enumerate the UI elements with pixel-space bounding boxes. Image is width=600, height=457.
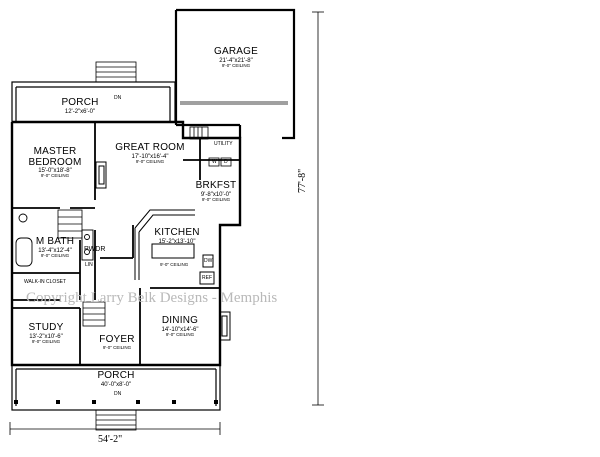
rear-porch-name: PORCH [61,97,99,108]
master-bedroom-label: MASTER BEDROOM 15'-0"x18'-8" 9'-0" CEILI… [15,146,95,179]
bedroom-name: BEDROOM [28,156,82,168]
front-porch-label: PORCH 40'-0"x8'-0" [86,370,146,388]
great-room-label: GREAT ROOM 17'-10"x16'-4" 9'-0" CEILING [110,142,190,165]
study-dimension: 13'-2"x10'-6" [29,333,63,340]
kitchen-counters [134,209,215,285]
dining-name: DINING [161,315,199,326]
rear-porch-label: PORCH 12'-2"x6'-0" [40,97,120,115]
dining-dimension: 14'-10"x14'-6" [161,326,199,333]
rear-porch-dimension: 12'-2"x6'-0" [64,108,96,115]
foyer-name: FOYER [99,334,135,345]
kitchen-name: KITCHEN [154,227,200,238]
master-bath-fixtures [15,213,94,267]
study-label: STUDY 13'-2"x10'-6" 9'-0" CEILING [16,322,76,345]
rear-steps [95,61,137,83]
great-room-dimension: 17'-10"x16'-4" [131,153,169,160]
foyer-ceiling: 9'-0" CEILING [102,344,132,350]
copyright-watermark: Copyright Larry Belk Designs - Memphis [26,290,278,306]
master-bath-name: M BATH [35,236,75,247]
great-room-ceiling: 9'-0" CEILING [135,158,165,164]
garage-ceiling: 9'-0" CEILING [221,62,251,68]
garage-walls [174,8,296,140]
great-room-fireplace [95,161,107,189]
master-dimension: 15'-0"x18'-8" [38,168,72,174]
front-porch-name: PORCH [97,370,135,381]
linen-label: LIN [85,262,93,268]
study-ceiling: 9'-0" CEILING [31,338,61,344]
dining-fireplace [219,311,231,341]
breakfast-name: BRKFST [195,180,237,191]
dining-label: DINING 14'-10"x14'-6" 9'-0" CEILING [150,315,210,338]
overall-width-dimension: 54'-2" [98,434,123,445]
refrigerator-label: REF [202,275,212,281]
washer-label: W [212,159,217,165]
garage-name: GARAGE [214,46,258,57]
walkin-closet-label: WALK-IN CLOSET [24,279,67,285]
garage-label: GARAGE 21'-4"x21'-8" 9'-0" CEILING [196,46,276,69]
depth-dimension-line [312,11,324,406]
front-porch-dimension: 40'-0"x8'-0" [100,381,132,388]
front-steps [95,409,137,431]
great-room-name: GREAT ROOM [115,142,185,153]
width-dimension-line [9,422,221,435]
kitchen-dimension: 15'-2"x13'-10" [158,238,196,245]
master-ceiling: 9'-0" CEILING [40,173,70,179]
master-bath-ceiling: 9'-0" CEILING [40,252,70,258]
master-name: MASTER [33,146,77,157]
foyer-label: FOYER 9'-0" CEILING [92,334,142,350]
front-porch-dn-label: DN [114,391,122,397]
utility-washer-dryer [208,157,232,167]
front-porch-columns [14,400,218,404]
powder-room-label: PWDR [84,246,106,253]
kitchen-ceiling: 9'-0" CEILING [160,262,189,267]
rear-porch-dn-label: DN [114,95,122,101]
study-name: STUDY [28,322,64,333]
interior-walls [12,122,240,365]
interior-stair [57,209,106,327]
master-bath-dimension: 13'-4"x12'-4" [38,247,72,254]
overall-depth-dimension: 77'-8" [297,168,308,193]
utility-label: UTILITY [214,141,233,147]
dining-ceiling: 9'-0" CEILING [165,331,195,337]
dryer-label: D [224,159,228,165]
utility-stair [189,126,209,140]
breakfast-label: BRKFST 9'-8"x10'-0" 9'-0" CEILING [186,180,246,203]
breakfast-ceiling: 9'-0" CEILING [201,196,231,202]
dishwasher-label: DW [204,258,213,264]
kitchen-label: KITCHEN 15'-2"x13'-10" [147,227,207,245]
master-bath-label: M BATH 13'-4"x12'-4" 9'-0" CEILING [30,236,80,259]
garage-dimension: 21'-4"x21'-8" [219,57,253,64]
garage-door-lines [180,101,288,105]
breakfast-dimension: 9'-8"x10'-0" [200,191,232,198]
